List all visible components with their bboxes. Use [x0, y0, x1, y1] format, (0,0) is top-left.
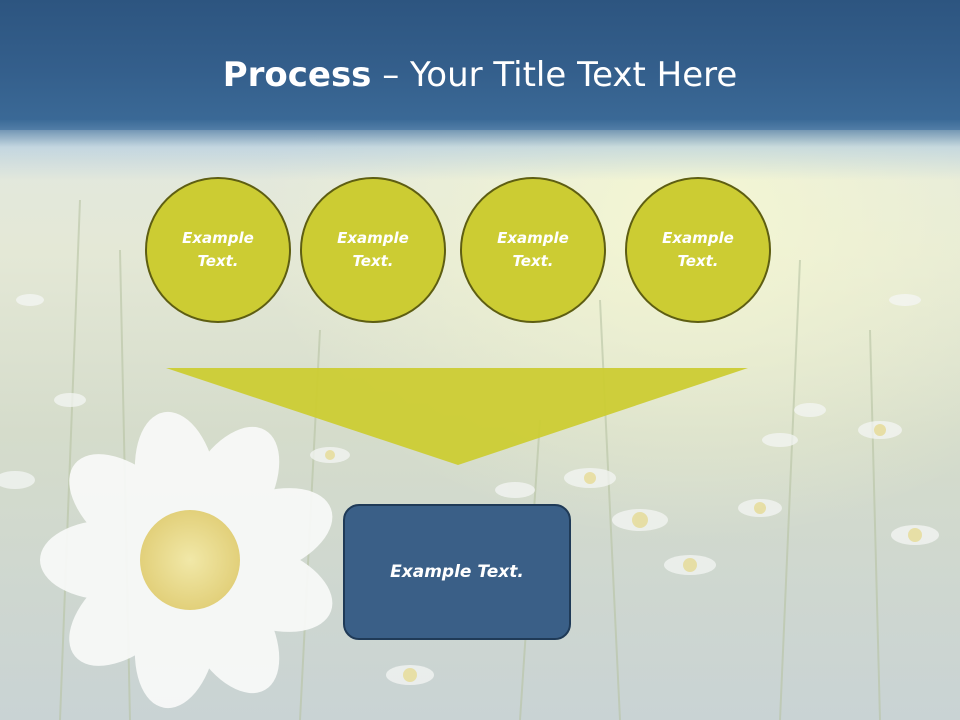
title-regular-part: – Your Title Text Here — [371, 55, 738, 95]
process-step-label: Example Text. — [182, 229, 254, 270]
slide-title: Process – Your Title Text Here — [0, 50, 960, 100]
process-step-circle-3: Example Text. — [460, 177, 606, 323]
result-label: Example Text. — [390, 562, 524, 582]
process-step-label: Example Text. — [662, 229, 734, 270]
process-step-label: Example Text. — [497, 229, 569, 270]
title-bold-part: Process — [222, 55, 372, 95]
title-bar-fade — [0, 120, 960, 180]
process-step-circle-2: Example Text. — [300, 177, 446, 323]
process-step-label: Example Text. — [337, 229, 409, 270]
process-step-circle-4: Example Text. — [625, 177, 771, 323]
process-step-circle-1: Example Text. — [145, 177, 291, 323]
title-bar — [0, 0, 960, 130]
result-box: Example Text. — [343, 504, 571, 640]
